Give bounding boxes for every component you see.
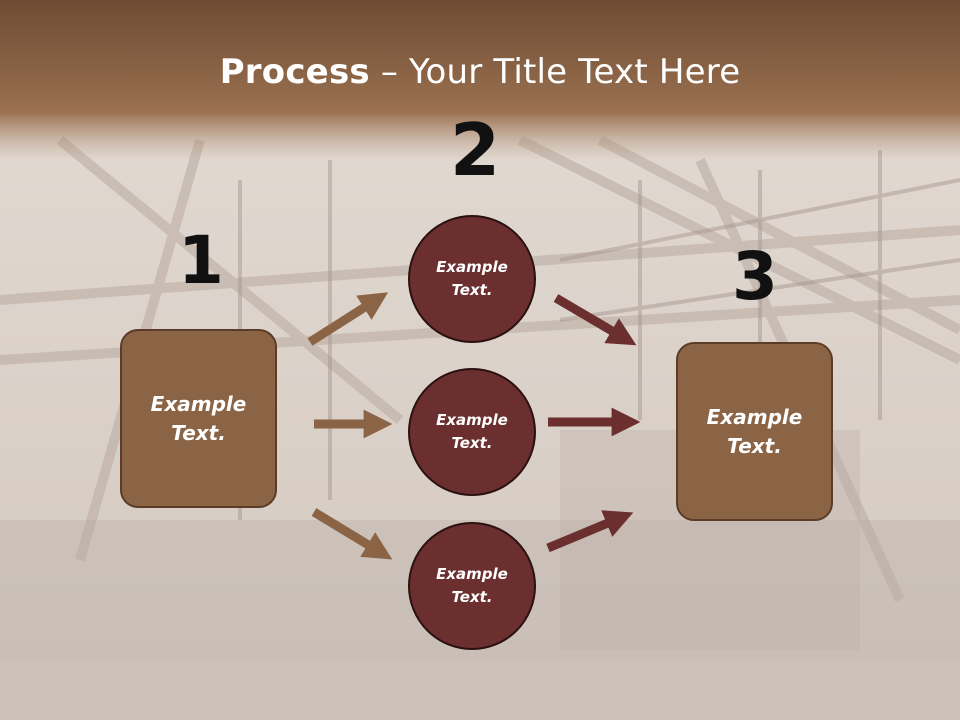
arrow-1-to-bottom	[311, 508, 393, 560]
circle-middle-label: Example Text.	[436, 411, 508, 452]
step-box-3-label: Example Text.	[706, 404, 803, 458]
arrow-top-to-3	[553, 294, 637, 346]
circle-bottom: Example Text.	[408, 522, 536, 650]
step-number-1: 1	[178, 222, 224, 299]
step-number-3: 3	[732, 238, 778, 315]
title-rest: – Your Title Text Here	[369, 52, 741, 92]
arrow-1-to-top	[307, 292, 389, 346]
step-box-3: Example Text.	[676, 342, 833, 521]
circle-bottom-label: Example Text.	[436, 565, 508, 606]
circle-top-label: Example Text.	[436, 258, 508, 299]
circle-middle: Example Text.	[408, 368, 536, 496]
circle-top: Example Text.	[408, 215, 536, 343]
step-box-1: Example Text.	[120, 329, 277, 508]
title-bold: Process	[219, 52, 370, 92]
step-number-2: 2	[450, 108, 501, 192]
step-box-1-label: Example Text.	[150, 391, 247, 445]
slide-title: Process – Your Title Text Here	[0, 52, 960, 92]
arrow-bottom-to-3	[546, 510, 634, 553]
